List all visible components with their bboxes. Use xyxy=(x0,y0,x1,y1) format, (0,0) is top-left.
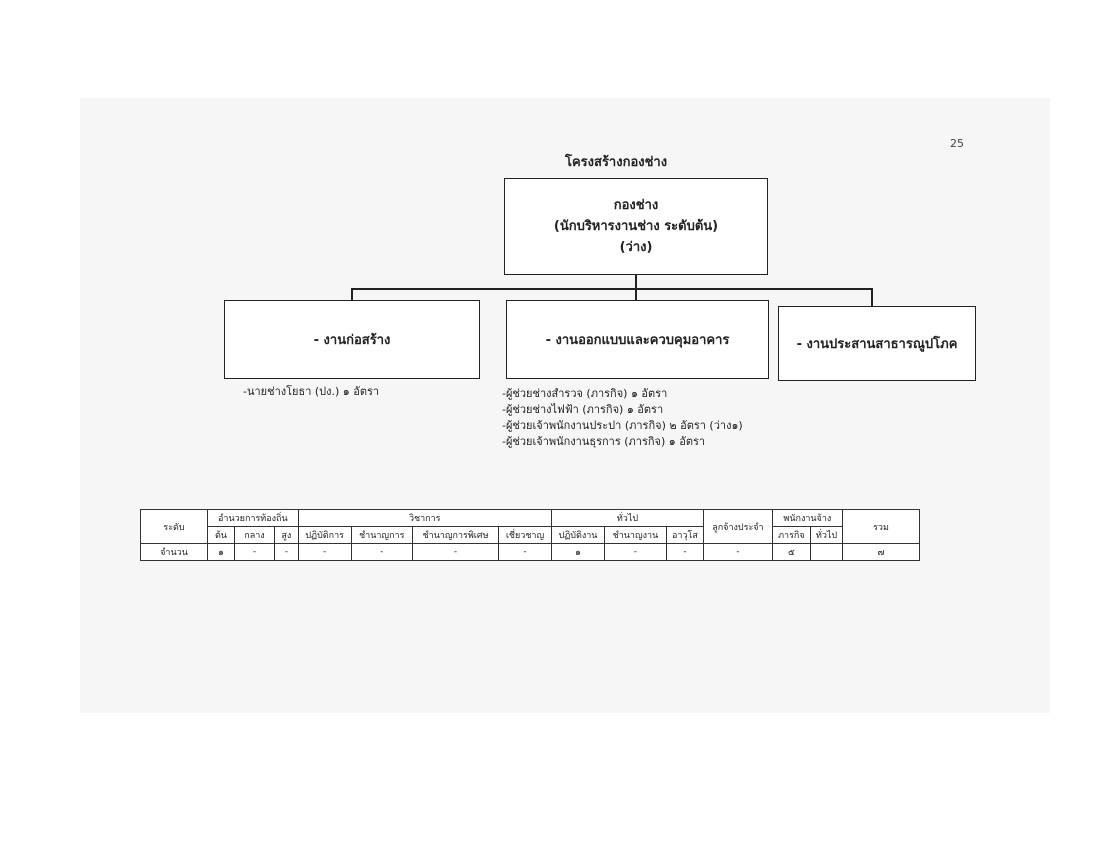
table-cell: - xyxy=(274,543,299,561)
staff-group-header: พนักงานจ้าง xyxy=(771,509,844,527)
table-cell: - xyxy=(350,543,413,561)
connector-root-down xyxy=(635,275,637,289)
unit-box-design-control: - งานออกแบบและควบคุมอาคาร xyxy=(506,300,769,379)
academic-group-header: วิชาการ xyxy=(297,509,552,527)
table-cell: - xyxy=(703,543,773,561)
col-header: สูง xyxy=(274,526,299,544)
total-header: รวม xyxy=(842,509,920,544)
root-box-division: กองช่าง (นักบริหารงานช่าง ระดับต้น) (ว่า… xyxy=(504,178,768,275)
unit-box-utilities: - งานประสานสาธารณูปโภค xyxy=(778,306,976,381)
connector-unit-1 xyxy=(351,288,353,300)
table-cell: - xyxy=(411,543,500,561)
staff-note-line: -ผู้ช่วยเจ้าพนักงานธุรการ (ภารกิจ) ๑ อัต… xyxy=(502,435,706,448)
col-header: ชำนาญการ xyxy=(350,526,413,544)
connector-unit-2 xyxy=(635,288,637,300)
general-group-header: ทั่วไป xyxy=(550,509,705,527)
col-header: ภารกิจ xyxy=(771,526,812,544)
root-status: (ว่าง) xyxy=(619,240,653,255)
table-cell xyxy=(810,543,843,561)
col-header: ปฏิบัติการ xyxy=(297,526,352,544)
count-label: จำนวน xyxy=(140,543,208,561)
staff-note-line: -ผู้ช่วยเจ้าพนักงานประปา (ภารกิจ) ๒ อัตร… xyxy=(502,419,743,432)
table-row-count: จำนวน ๑ - - - - - - ๑ - - - ๕ ๗ xyxy=(140,543,920,561)
staff-note-construction: -นายช่างโยธา (ปง.) ๑ อัตรา xyxy=(243,385,380,398)
col-header: ชำนาญการพิเศษ xyxy=(411,526,500,544)
table-cell: ๕ xyxy=(771,543,812,561)
col-header: กลาง xyxy=(233,526,276,544)
staff-note-line: -ผู้ช่วยช่างไฟฟ้า (ภารกิจ) ๑ อัตรา xyxy=(502,403,664,416)
table-cell: - xyxy=(297,543,352,561)
staff-note-line: -ผู้ช่วยช่างสำรวจ (ภารกิจ) ๑ อัตรา xyxy=(502,387,668,400)
chart-title: โครงสร้างกองช่าง xyxy=(565,155,668,170)
table-header-row-2: ต้น กลาง สูง ปฏิบัติการ ชำนาญการ ชำนาญกา… xyxy=(141,526,920,544)
col-header: เชี่ยวชาญ xyxy=(498,526,552,544)
col-header: อาวุโส xyxy=(665,526,705,544)
table-cell: ๑ xyxy=(207,543,235,561)
col-header: ทั่วไป xyxy=(810,526,843,544)
col-header: ชำนาญงาน xyxy=(604,526,667,544)
page-number: 25 xyxy=(950,137,964,150)
unit-label: - งานออกแบบและควบคุมอาคาร xyxy=(545,333,730,348)
table-cell: ๑ xyxy=(550,543,606,561)
table-cell: ๗ xyxy=(842,543,920,561)
root-title: กองช่าง xyxy=(613,198,659,213)
admin-group-header: อำนวยการท้องถิ่น xyxy=(207,509,299,527)
connector-unit-3 xyxy=(871,288,873,306)
table-header-row-1: ระดับ อำนวยการท้องถิ่น วิชาการ ทั่วไป ลู… xyxy=(140,509,920,544)
unit-box-construction: - งานก่อสร้าง xyxy=(224,300,480,379)
col-header: ต้น xyxy=(207,526,235,544)
staffing-summary-table: ระดับ อำนวยการท้องถิ่น วิชาการ ทั่วไป ลู… xyxy=(140,509,920,561)
root-position: (นักบริหารงานช่าง ระดับต้น) xyxy=(553,219,719,234)
table-cell: - xyxy=(233,543,276,561)
connector-horizontal xyxy=(351,288,873,290)
table-cell: - xyxy=(665,543,705,561)
col-header: ปฏิบัติงาน xyxy=(550,526,606,544)
unit-label: - งานก่อสร้าง xyxy=(313,333,391,348)
unit-label: - งานประสานสาธารณูปโภค xyxy=(796,337,958,352)
staff-note-design: -ผู้ช่วยช่างสำรวจ (ภารกิจ) ๑ อัตรา -ผู้ช… xyxy=(502,386,743,450)
regular-employee-header: ลูกจ้างประจำ xyxy=(703,509,773,544)
level-header: ระดับ xyxy=(140,509,208,544)
table-cell: - xyxy=(604,543,667,561)
table-cell: - xyxy=(498,543,552,561)
